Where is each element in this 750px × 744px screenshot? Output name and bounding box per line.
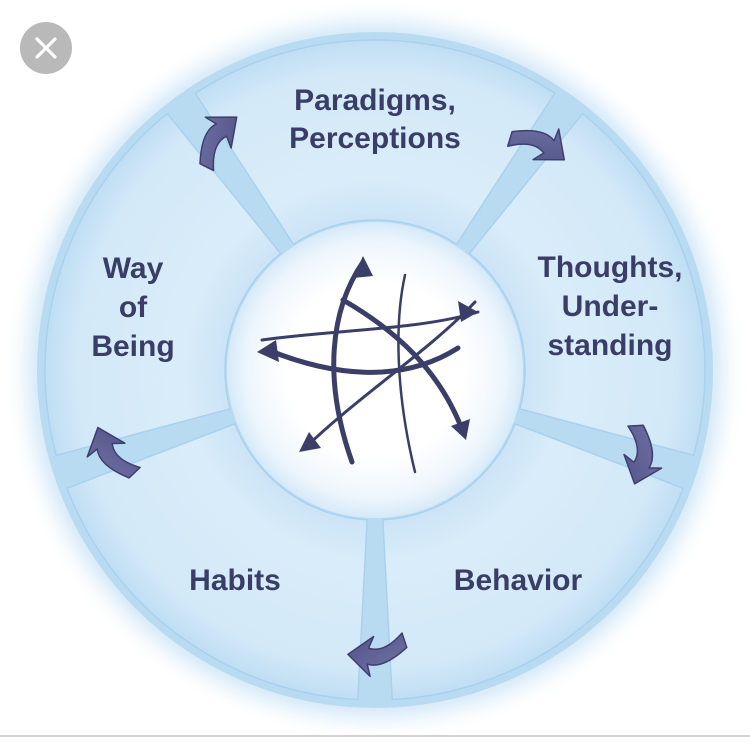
segment-label-line: Way (103, 252, 164, 285)
hub-arrow-5 (303, 300, 477, 450)
cycle-arrow-shape (199, 116, 238, 172)
segment-label-line: Thoughts, (538, 251, 683, 284)
segment-way-of-being (44, 112, 282, 457)
hub-arrow-6 (340, 297, 466, 435)
segment-label-paradigms: Paradigms, Perceptions (289, 84, 461, 155)
hub-arrowhead-1 (353, 256, 373, 278)
segment-label-line: Under- (562, 290, 659, 323)
hub-arrowhead-3 (257, 340, 279, 362)
cycle-arrow-icon (506, 128, 566, 161)
segment-habits (65, 422, 368, 701)
cycle-arrow-shape (86, 426, 141, 479)
segment-label-line: Perceptions (289, 122, 461, 155)
cycle-arrow-icon (347, 632, 408, 678)
cycle-arrow-shape (506, 128, 566, 161)
star-of-arrows-icon (257, 256, 480, 474)
hub-arrow-1 (331, 259, 366, 465)
segment-label-behavior: Behavior (454, 564, 583, 597)
cycle-arrow-icon (86, 426, 141, 479)
segment-label-line: Paradigms, (294, 84, 456, 117)
segment-behavior (382, 422, 685, 701)
segment-label-habits: Habits (189, 564, 281, 597)
segment-paradigms (194, 39, 556, 246)
segment-label-line: Being (91, 330, 174, 363)
bottom-divider (0, 735, 750, 737)
segment-label-thoughts: Thoughts, Under-standing (538, 251, 683, 362)
hub-arrowhead-2 (458, 301, 478, 322)
cycle-arrow-icon (199, 116, 238, 172)
close-button[interactable] (20, 22, 72, 74)
cycle-arrow-icon (623, 424, 663, 485)
hub-arrowhead-5 (451, 419, 470, 440)
segment-label-line: of (119, 291, 148, 324)
segment-label-line: standing (548, 329, 673, 362)
cycle-arrow-shape (347, 632, 408, 678)
cycle-arrows (86, 116, 663, 678)
segment-label-line: Behavior (454, 564, 583, 597)
segment-label-line: Habits (189, 564, 281, 597)
cycle-arrow-shape (623, 424, 663, 485)
segments-layer (44, 39, 706, 701)
hub-arrow-4 (265, 345, 461, 375)
hub-arrow-2 (397, 273, 417, 474)
hub-arrow-3 (260, 310, 480, 342)
hub-arrowhead-4 (299, 432, 321, 452)
close-icon (35, 37, 57, 59)
segment-thoughts (468, 112, 706, 457)
